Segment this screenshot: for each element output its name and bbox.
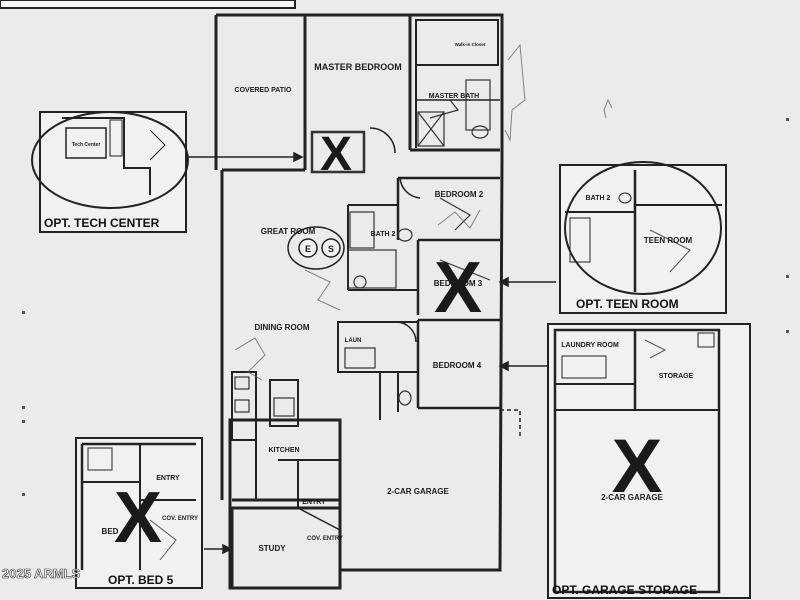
watermark: 2025 ARMLS [2,566,81,581]
room-label-bedroom-2: BEDROOM 2 [435,190,484,199]
room-label-kitchen: KITCHEN [268,447,299,454]
room-label-cov-entry: COV. ENTRY [307,536,343,542]
room-label-laundry: LAUN [345,338,362,344]
room-label-dining-room: DINING ROOM [254,323,309,332]
fireplace-letter-s: S [328,244,334,254]
room-label-master-bedroom: MASTER BEDROOM [314,62,402,72]
main-plan-labels: COVERED PATIO MASTER BEDROOM Walk-in Clo… [235,42,486,553]
x-mark-master: X [320,128,352,181]
main-plan [214,13,521,590]
garage-storage-storage-label: STORAGE [659,373,694,380]
fireplace-symbols [287,226,345,270]
room-label-master-closet: Walk-in Closet [455,42,486,47]
garage-storage-caption: OPT. GARAGE STORAGE [552,583,697,597]
x-mark-garage-storage: X [612,424,663,509]
bed5-room-label: BED [102,527,119,536]
bed5-caption: OPT. BED 5 [108,573,174,587]
main-plan-x-marks: X X [320,128,482,328]
tech-center-room-label: Tech Center [72,142,101,148]
bed5-entry-label: ENTRY [156,475,180,482]
room-label-bath-2: BATH 2 [371,231,396,238]
plan-texture [234,43,613,381]
option-teen-room: BATH 2 TEEN ROOM OPT. TEEN ROOM [559,161,727,314]
garage-storage-laundry-label: LAUNDRY ROOM [561,342,619,349]
option-tech-center: Tech Center OPT. TECH CENTER [31,111,189,233]
option-bed-5: BED ENTRY COV. ENTRY X OPT. BED 5 [75,437,203,589]
room-label-garage: 2-CAR GARAGE [387,487,449,496]
plan-fixtures [234,79,491,417]
room-label-study: STUDY [258,544,286,553]
garage-storage-garage-label: 2-CAR GARAGE [601,493,663,502]
room-label-bedroom-3: BEDROOM 3 [434,279,483,288]
room-label-great-room: GREAT ROOM [261,227,316,236]
option-garage-storage: LAUNDRY ROOM STORAGE 2-CAR GARAGE X OPT.… [547,323,751,599]
top-fragment [0,0,296,9]
room-label-covered-patio: COVERED PATIO [235,87,292,94]
teen-room-caption: OPT. TEEN ROOM [576,297,679,311]
x-mark-bedroom-3: X [434,248,482,328]
room-label-master-bath: MASTER BATH [429,93,479,100]
x-mark-bed5: X [114,478,162,558]
room-label-entry: ENTRY [302,499,326,506]
teen-room-label: TEEN ROOM [644,236,693,245]
fireplace-letter-e: E [305,244,311,254]
bed5-cov-entry-label: COV. ENTRY [162,516,198,522]
tech-center-caption: OPT. TECH CENTER [44,216,160,230]
option-arrows [186,151,556,555]
room-label-bedroom-4: BEDROOM 4 [433,361,482,370]
teen-room-bath-label: BATH 2 [586,195,611,202]
margin-specks [22,118,789,496]
